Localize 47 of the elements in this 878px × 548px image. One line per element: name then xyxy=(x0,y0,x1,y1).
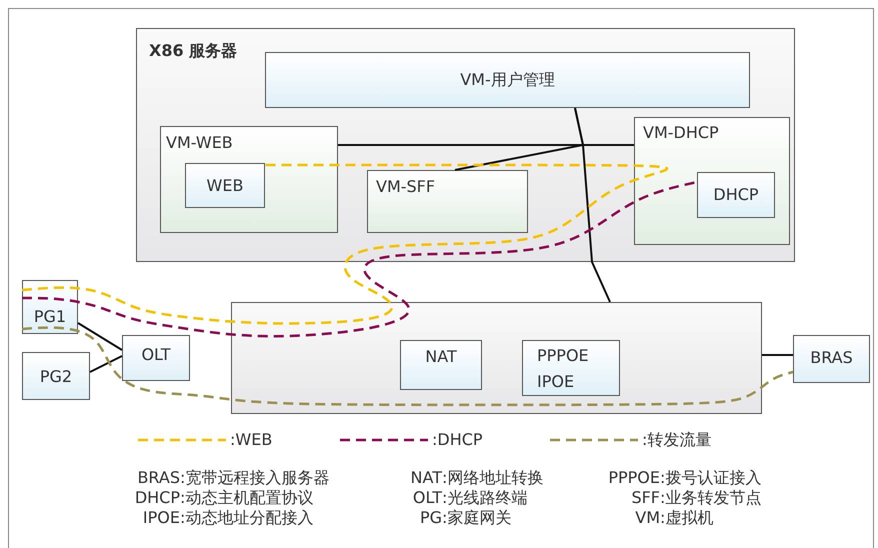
node-label: PG1 xyxy=(34,307,66,327)
node-box xyxy=(185,163,265,208)
glossary-entry: PPPOE:拨号认证接入 xyxy=(607,468,762,488)
glossary-entry: VM:虚拟机 xyxy=(634,508,714,528)
node-box xyxy=(160,126,338,233)
server-box xyxy=(136,28,795,262)
connector-line xyxy=(454,108,584,171)
node-box xyxy=(400,340,482,390)
flow-line xyxy=(22,180,698,338)
node-label: VM-DHCP xyxy=(643,123,719,143)
glossary-entry: OLT:光线路终端 xyxy=(412,488,528,508)
glossary-entry: NAT:网络地址转换 xyxy=(410,468,544,488)
node-box xyxy=(697,172,775,218)
node-box xyxy=(22,352,90,400)
legend-label: :WEB xyxy=(230,430,272,450)
node-label: X86 服务器 xyxy=(149,41,238,61)
node-label: NAT xyxy=(425,347,457,367)
node-label: PPPOE IPOE xyxy=(537,345,590,393)
node-label: VM-WEB xyxy=(166,133,233,153)
node-box xyxy=(367,170,528,233)
router-box xyxy=(231,302,762,414)
connector-line xyxy=(762,354,793,356)
glossary-entry: DHCP:动态主机配置协议 xyxy=(134,488,314,508)
legend-label: :转发流量 xyxy=(642,430,712,450)
node-label: WEB xyxy=(206,176,244,196)
node-label: VM-用户管理 xyxy=(460,70,555,90)
node-label: DHCP xyxy=(713,185,759,205)
node-box xyxy=(793,335,870,383)
node-label: VM-SFF xyxy=(376,177,436,197)
node-box xyxy=(22,280,78,334)
connector-line xyxy=(77,322,123,351)
glossary-entry: IPOE:动态地址分配接入 xyxy=(142,508,314,528)
node-box xyxy=(522,340,620,396)
flow-line xyxy=(22,326,794,406)
node-box xyxy=(122,335,190,381)
glossary-entry: SFF:业务转发节点 xyxy=(630,488,762,508)
node-label: BRAS xyxy=(810,348,853,368)
connector-line xyxy=(338,144,634,146)
connector-line xyxy=(90,355,122,373)
legend-label: :DHCP xyxy=(432,430,483,450)
glossary-entry: PG:家庭网关 xyxy=(418,508,512,528)
node-box xyxy=(634,117,790,245)
glossary-entry: BRAS:宽带远程接入服务器 xyxy=(136,468,330,488)
node-label: PG2 xyxy=(40,367,72,387)
node-label: OLT xyxy=(141,345,171,365)
node-box xyxy=(265,52,750,108)
flow-line xyxy=(22,164,668,325)
